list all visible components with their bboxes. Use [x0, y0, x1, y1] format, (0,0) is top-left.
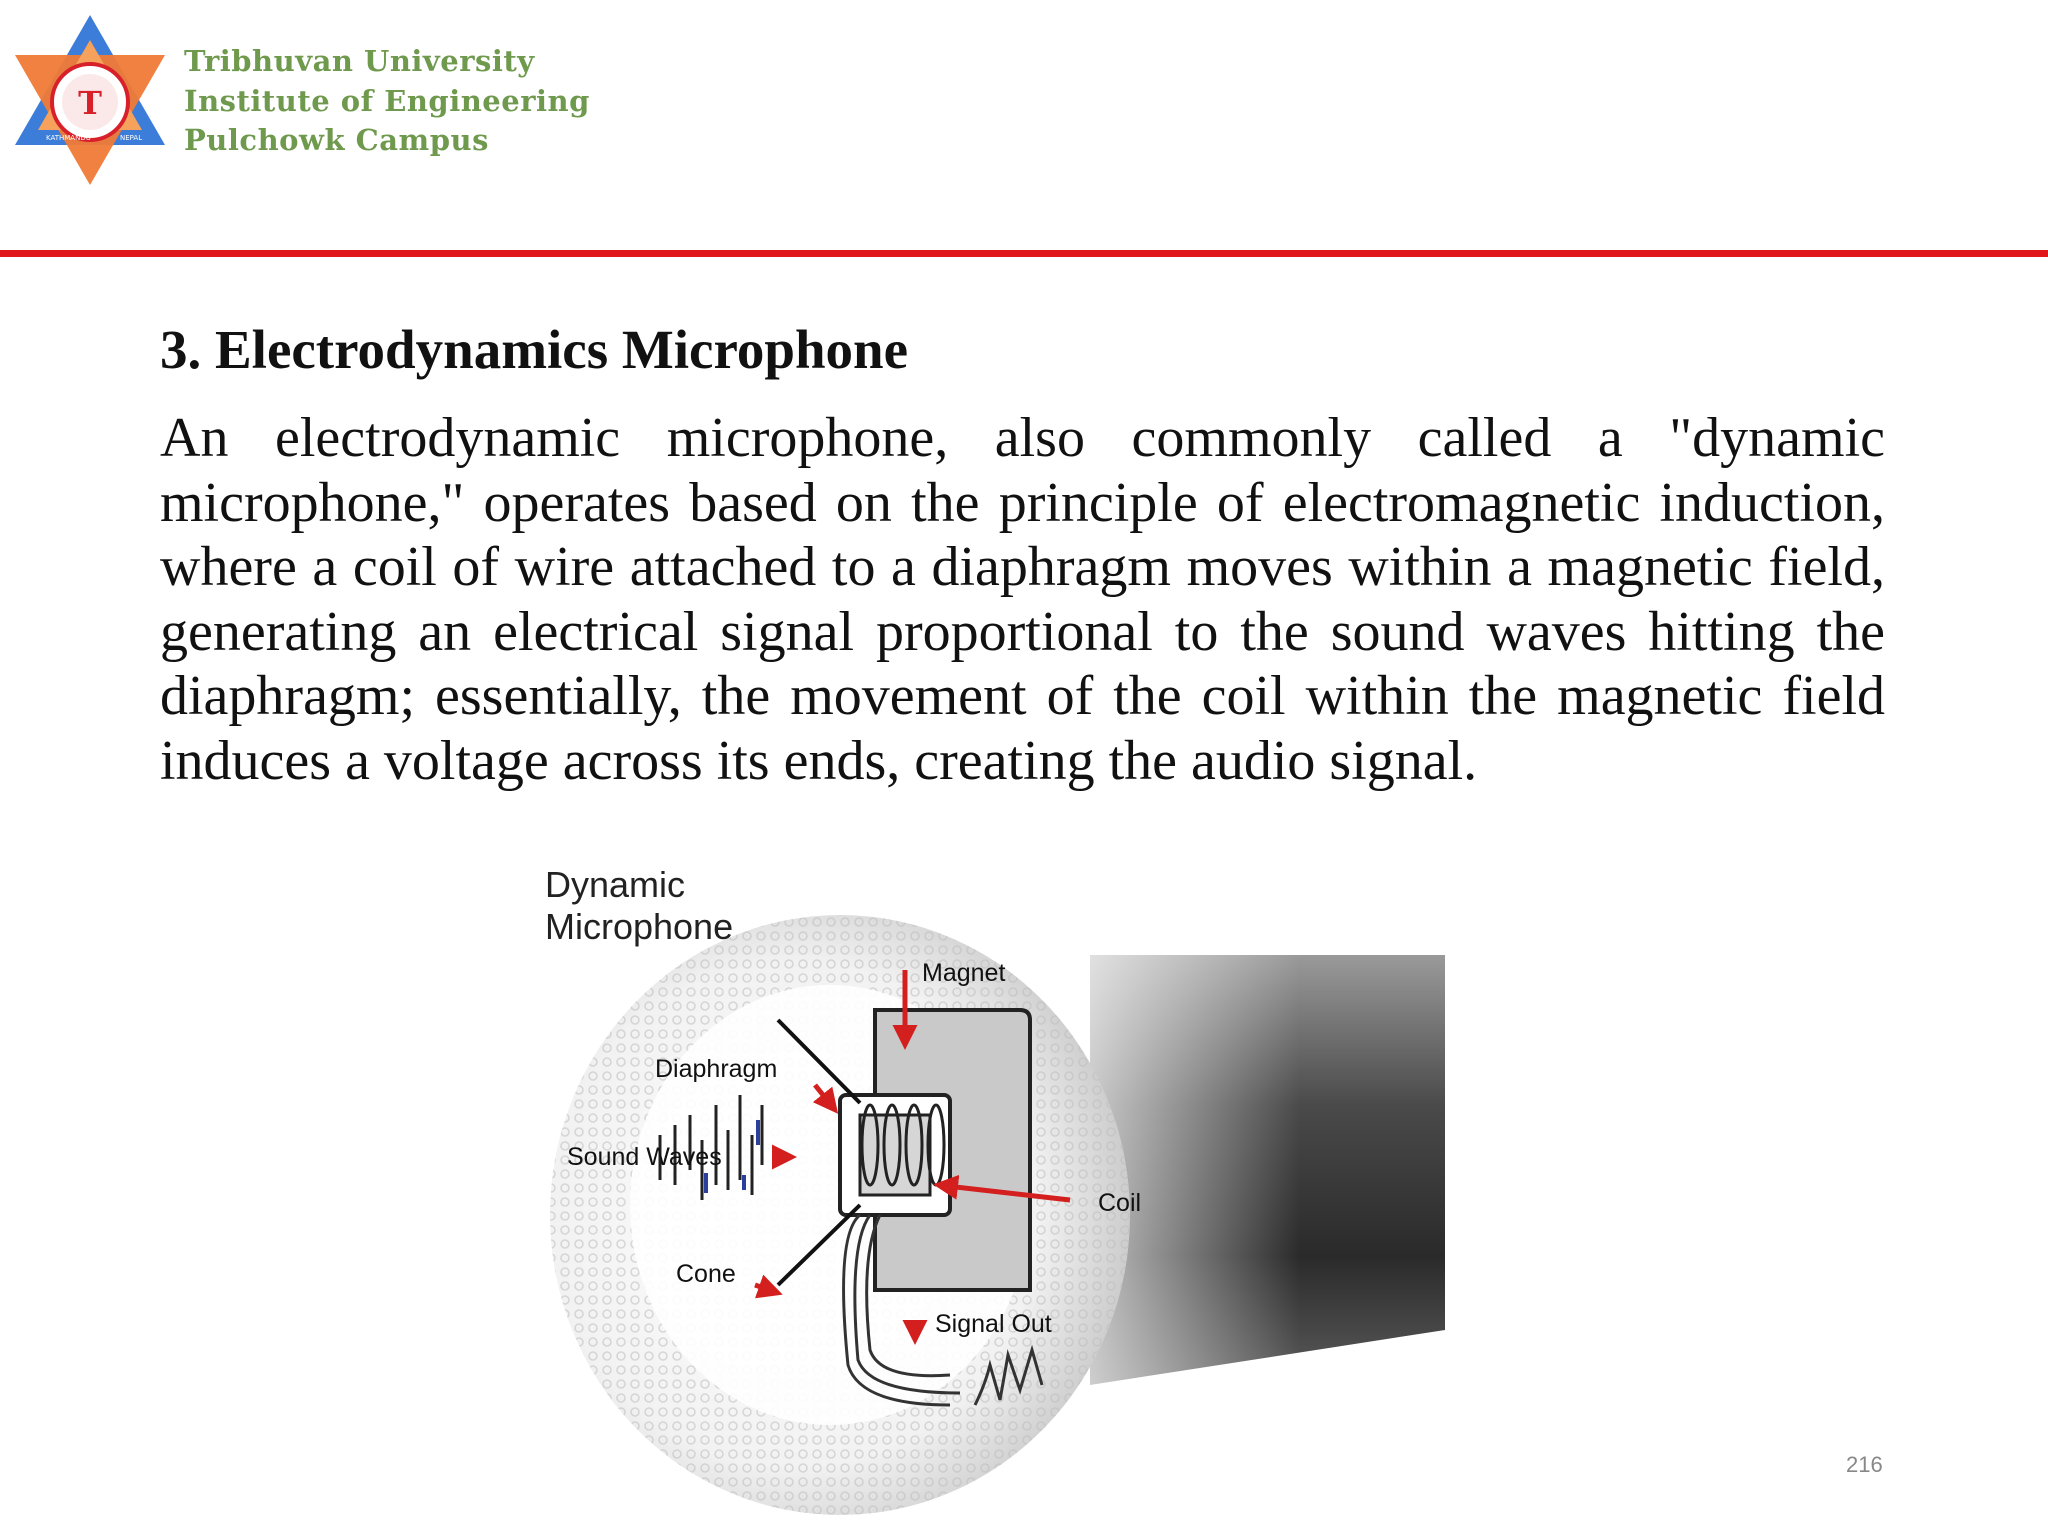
svg-text:KATHMANDU: KATHMANDU — [46, 134, 91, 142]
page-number: 216 — [1846, 1452, 1883, 1477]
signal-waveform — [973, 1344, 1044, 1406]
diaphragm-line — [776, 1018, 862, 1105]
cone-label: Cone — [676, 1260, 736, 1288]
diaphragm-arrow — [812, 1083, 839, 1114]
logo-emblem-letter: T — [78, 84, 102, 122]
slide-header: T KATHMANDU NEPAL Tribhuvan University I… — [0, 0, 2048, 254]
cone-line — [776, 1203, 862, 1287]
diaphragm-label: Diaphragm — [655, 1055, 777, 1083]
sound-waves-label: Sound Waves — [567, 1143, 722, 1171]
slide-title: 3. Electrodynamics Microphone — [160, 319, 909, 380]
diagram-title-line-1: Dynamic — [545, 864, 685, 905]
sound-waves-graphic — [658, 1095, 764, 1200]
slide-body-paragraph: An electrodynamic microphone, also commo… — [160, 407, 1885, 792]
coil-label: Coil — [1098, 1189, 1141, 1217]
institution-name-line-1: Tribhuvan University — [184, 44, 535, 78]
signal-out-label: Signal Out — [935, 1310, 1052, 1338]
magnet-label: Magnet — [922, 959, 1005, 987]
institution-name-line-3: Pulchowk Campus — [184, 123, 489, 157]
coil-arrow — [933, 1174, 1071, 1203]
cone-arrow — [754, 1274, 783, 1299]
svg-text:NEPAL: NEPAL — [120, 134, 142, 142]
magnet-block — [873, 1008, 1032, 1292]
institution-name-line-2: Institute of Engineering — [184, 84, 590, 118]
university-logo-icon: T KATHMANDU NEPAL — [15, 15, 165, 185]
diagram-title-line-2: Microphone — [545, 906, 733, 947]
signal-wires — [842, 1213, 961, 1407]
dynamic-microphone-diagram: Dynamic Microphone Magnet Diaphragm Soun… — [545, 864, 1445, 1515]
header-divider — [0, 250, 2048, 257]
